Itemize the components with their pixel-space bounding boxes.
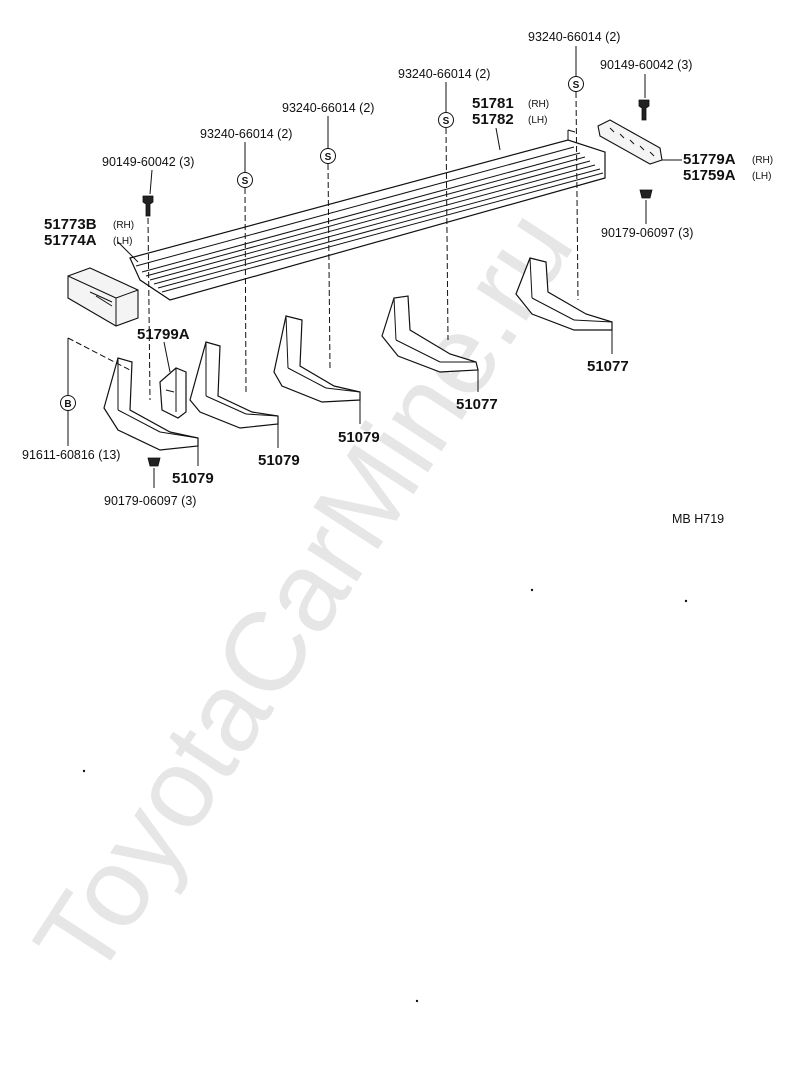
callout-step-lh: 51782 [472,111,514,128]
bracket-51077-left [381,295,479,373]
svg-text:S: S [443,116,450,127]
nut-left-icon [147,457,161,467]
side-lh-step: (LH) [528,115,547,126]
bracket-51079-third [273,315,361,403]
diagram-code: MB H719 [672,512,724,526]
leader-lines [67,46,682,488]
callout-nut-left: 90179-06097 (3) [104,494,196,508]
nut-right-icon [639,189,653,199]
side-lh-end-cap-right: (LH) [752,171,771,182]
callout-clip-mid: 93240-66014 (2) [282,101,374,115]
callout-bolt-left: 90149-60042 (3) [102,155,194,169]
symbol-s-mid: S [320,148,336,164]
callout-bracket-51079-c: 51079 [172,470,214,487]
callout-bracket-51077-b: 51077 [456,396,498,413]
bracket-51079-second [189,341,279,429]
callout-end-cap-right-lh: 51759A [683,167,736,184]
symbol-s-mid-right: S [438,112,454,128]
callout-clip-top-mid: 93240-66014 (2) [398,67,490,81]
side-rh-end-cap-left: (RH) [113,220,134,231]
callout-clip-top-right: 93240-66014 (2) [528,30,620,44]
callout-clip-left: 93240-66014 (2) [200,127,292,141]
side-lh-end-cap-left: (LH) [113,236,132,247]
svg-text:S: S [325,152,332,163]
callout-bracket-51079-a: 51079 [338,429,380,446]
svg-text:S: S [242,176,249,187]
symbol-s-left: S [237,172,253,188]
bracket-51079-left [103,357,199,451]
callout-bolt-right: 90149-60042 (3) [600,58,692,72]
callout-bracket-small: 51799A [137,326,190,343]
bolt-right-icon [638,99,650,121]
bracket-51799A [159,367,187,419]
end-cap-right [597,119,663,165]
bolt-left-icon [142,195,154,217]
end-cap-left [67,267,139,327]
callout-screw-b: 91611-60816 (13) [22,448,120,462]
callout-step-rh: 51781 [472,95,514,112]
running-board-step [129,129,606,301]
callout-bracket-51079-b: 51079 [258,452,300,469]
bracket-51077-right [515,257,613,331]
side-rh-step: (RH) [528,99,549,110]
callout-end-cap-left-lh: 51774A [44,232,97,249]
symbol-b: B [60,395,76,411]
callout-nut-right: 90179-06097 (3) [601,226,693,240]
callout-end-cap-right-rh: 51779A [683,151,736,168]
symbol-s-right: S [568,76,584,92]
callout-end-cap-left-rh: 51773B [44,216,97,233]
callout-bracket-51077-a: 51077 [587,358,629,375]
side-rh-end-cap-right: (RH) [752,155,773,166]
svg-text:B: B [64,399,71,410]
svg-text:S: S [573,80,580,91]
